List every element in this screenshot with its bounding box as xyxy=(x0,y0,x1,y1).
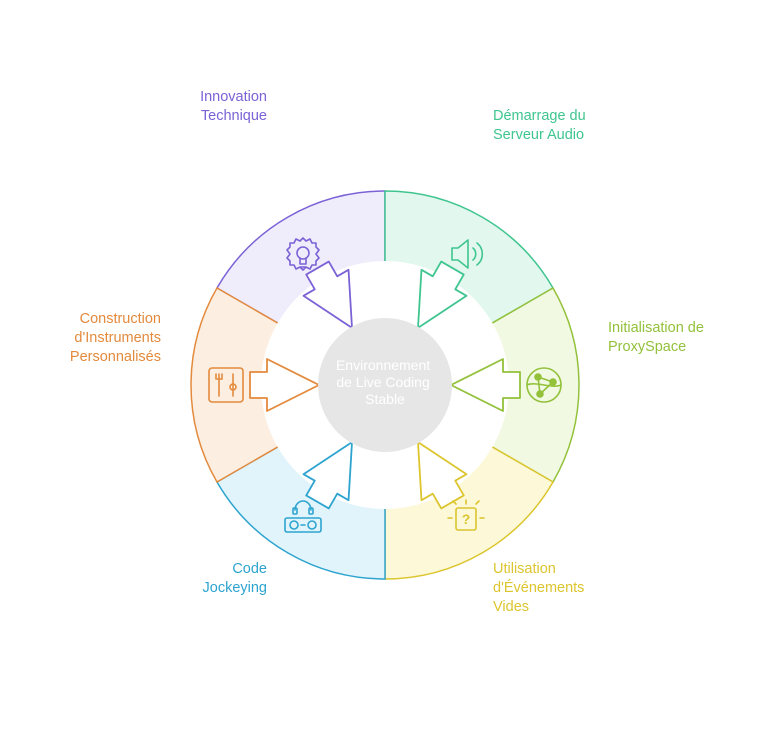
label-line: Vides xyxy=(493,599,530,615)
svg-text:?: ? xyxy=(462,511,471,527)
speaker-icon xyxy=(451,239,484,269)
arrow-audio xyxy=(417,260,468,329)
label-line: d'Instruments xyxy=(74,330,161,346)
label-jockeying: Code Jockeying xyxy=(150,560,267,598)
label-line: Technique xyxy=(200,108,267,124)
network-globe-icon xyxy=(526,367,562,403)
label-line: Jockeying xyxy=(202,580,267,596)
label-line: Code xyxy=(232,561,267,577)
label-proxyspace: Initialisation de ProxySpace xyxy=(608,319,758,357)
arrow-instruments xyxy=(249,358,320,412)
arrow-events xyxy=(417,441,468,510)
inward-arrows xyxy=(249,260,521,510)
question-bulb-icon: ? xyxy=(447,499,485,531)
arrow-jockeying xyxy=(302,441,353,510)
label-line: d'Événements xyxy=(493,580,585,596)
arrow-innovation xyxy=(302,260,353,329)
center-line: de Live Coding xyxy=(336,374,429,390)
center-label: Environnement de Live Coding Stable xyxy=(336,357,434,407)
label-line: Utilisation xyxy=(493,561,556,577)
label-line: Initialisation de xyxy=(608,320,704,336)
label-line: Construction xyxy=(79,311,161,327)
center-line: Environnement xyxy=(336,357,430,373)
label-line: ProxySpace xyxy=(608,339,687,355)
label-audio: Démarrage du Serveur Audio xyxy=(493,107,643,145)
label-instruments: Construction d'Instruments Personnalisés xyxy=(20,310,161,367)
label-line: Innovation xyxy=(200,89,267,105)
label-line: Personnalisés xyxy=(69,349,161,365)
label-events: Utilisation d'Événements Vides xyxy=(493,560,643,617)
center-circle xyxy=(318,318,452,452)
label-innovation: Innovation Technique xyxy=(150,88,267,126)
label-line: Démarrage du xyxy=(493,108,586,124)
tools-icon xyxy=(208,367,244,403)
dj-headphones-icon xyxy=(284,500,322,533)
gear-bulb-icon xyxy=(286,237,320,271)
arrow-proxyspace xyxy=(450,358,521,412)
label-line: Serveur Audio xyxy=(493,127,585,143)
center-line: Stable xyxy=(365,391,405,407)
